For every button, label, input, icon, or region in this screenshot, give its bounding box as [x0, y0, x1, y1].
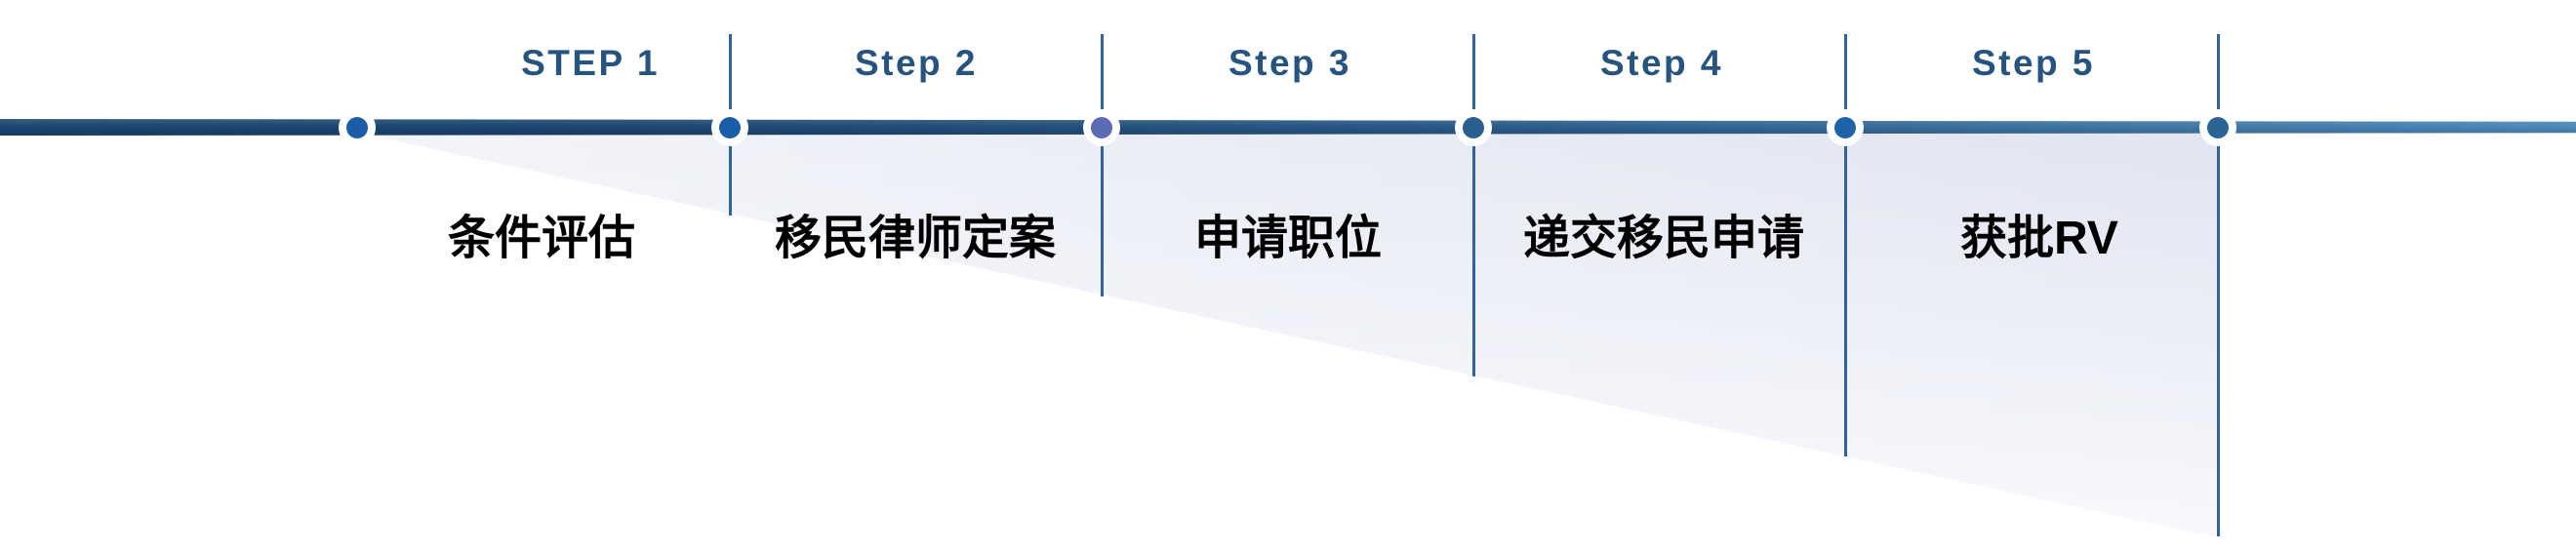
step-divider-line	[1100, 34, 1104, 296]
step-5-title: 获批RV	[1960, 213, 2118, 264]
step-2-title: 移民律师定案	[774, 213, 1057, 264]
step-divider-line	[1471, 34, 1475, 376]
timeline-node-dot	[346, 117, 368, 138]
step-3-title: 申请职位	[1193, 213, 1383, 264]
timeline-node-dot	[719, 117, 741, 138]
timeline-bar	[0, 119, 2576, 136]
timeline-node-dot	[1463, 117, 1484, 138]
timeline-node-dot	[1834, 117, 1856, 138]
step-4-label: Step 4	[1599, 43, 1724, 83]
step-3-label: Step 3	[1228, 43, 1352, 83]
step-1-label: STEP 1	[521, 43, 660, 83]
step-2-label: Step 2	[854, 43, 979, 83]
step-1-title: 条件评估	[447, 213, 636, 264]
timeline-node-dot	[1091, 117, 1112, 138]
step-divider-line	[1843, 34, 1847, 456]
step-divider-line	[2216, 34, 2220, 536]
timeline-node-dot	[2207, 117, 2229, 138]
step-5-label: Step 5	[1971, 43, 2096, 83]
step-4-title: 递交移民申请	[1522, 213, 1805, 264]
